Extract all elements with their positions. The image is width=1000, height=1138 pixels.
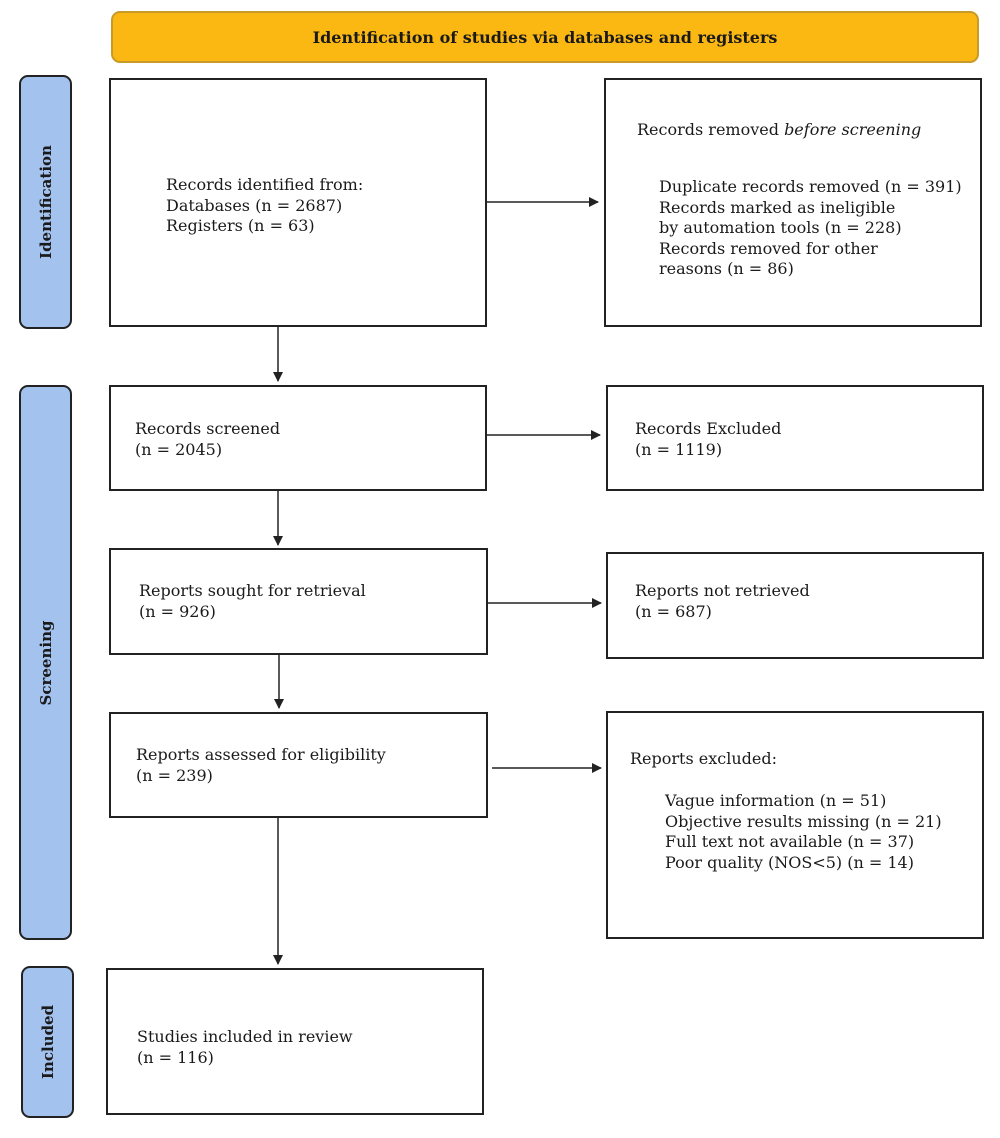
reports-excluded-line: Objective results missing (n = 21) <box>665 811 942 831</box>
records-identified-databases: Databases (n = 2687) <box>166 195 343 215</box>
phase-screening: Screening <box>19 385 72 940</box>
records-removed-line: Records marked as ineligible <box>659 197 896 217</box>
studies-included-count: (n = 116) <box>137 1047 214 1067</box>
reports-sought-count: (n = 926) <box>139 601 216 621</box>
phase-identification: Identification <box>19 75 72 329</box>
records-removed-line: Records removed for other <box>659 238 878 258</box>
phase-included: Included <box>21 966 74 1118</box>
records-screened-box: Records screened (n = 2045) <box>109 385 487 491</box>
records-excluded-count: (n = 1119) <box>635 439 723 459</box>
records-removed-line: by automation tools (n = 228) <box>659 218 902 237</box>
reports-excluded-box: Reports excluded: Vague information (n =… <box>606 711 984 939</box>
studies-included-label: Studies included in review <box>137 1027 353 1046</box>
records-screened-label: Records screened <box>135 419 281 438</box>
diagram-header: Identification of studies via databases … <box>111 11 979 63</box>
reports-excluded-heading: Reports excluded: <box>630 749 777 768</box>
records-identified-box: Records identified from: Databases (n = … <box>109 78 487 327</box>
reports-assessed-box: Reports assessed for eligibility (n = 23… <box>109 712 488 818</box>
reports-sought-label: Reports sought for retrieval <box>139 581 366 600</box>
records-removed-line: reasons (n = 86) <box>659 259 794 278</box>
reports-excluded-line: Vague information (n = 51) <box>665 791 887 810</box>
reports-sought-box: Reports sought for retrieval (n = 926) <box>109 548 488 655</box>
reports-excluded-line: Full text not available (n = 37) <box>665 832 915 851</box>
records-screened-count: (n = 2045) <box>135 439 223 459</box>
records-removed-heading: Records removed before screening <box>637 120 921 141</box>
records-identified-heading: Records identified from: <box>166 175 364 194</box>
reports-not-retrieved-count: (n = 687) <box>635 601 712 621</box>
reports-not-retrieved-box: Reports not retrieved (n = 687) <box>606 552 984 659</box>
records-excluded-box: Records Excluded (n = 1119) <box>606 385 984 491</box>
records-removed-heading-italic: before screening <box>784 120 922 139</box>
records-removed-line: Duplicate records removed (n = 391) <box>659 177 962 196</box>
reports-excluded-line: Poor quality (NOS<5) (n = 14) <box>665 852 914 872</box>
reports-not-retrieved-label: Reports not retrieved <box>635 581 810 600</box>
records-removed-heading-normal: Records removed <box>637 120 785 139</box>
records-identified-registers: Registers (n = 63) <box>166 216 315 235</box>
records-excluded-label: Records Excluded <box>635 419 782 438</box>
studies-included-box: Studies included in review (n = 116) <box>106 968 484 1115</box>
header-title: Identification of studies via databases … <box>312 27 778 47</box>
reports-assessed-count: (n = 239) <box>136 765 213 785</box>
records-removed-box: Records removed before screening Duplica… <box>604 78 982 327</box>
reports-assessed-label: Reports assessed for eligibility <box>136 745 386 764</box>
